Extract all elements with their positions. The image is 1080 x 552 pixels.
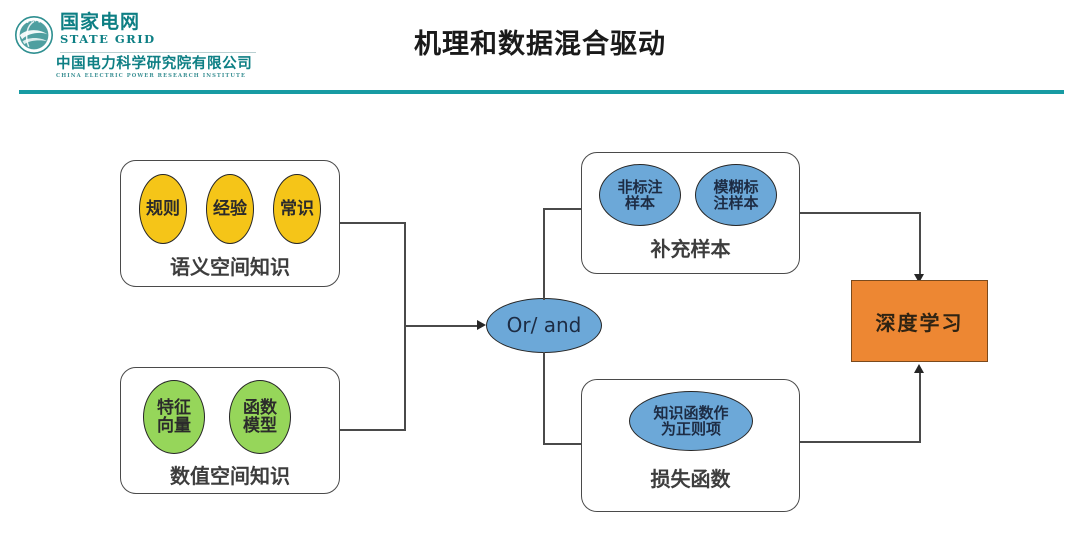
connector-merge-to-junction (404, 325, 479, 327)
arrow-into-deep-learning-bottom-icon (914, 364, 924, 373)
supplementary-node-unlabeled: 非标注样本 (599, 164, 681, 226)
connector-supplementary-down (919, 212, 921, 278)
institute-name-en: CHINA ELECTRIC POWER RESEARCH INSTITUTE (56, 73, 246, 79)
connector-junction-up (543, 208, 545, 300)
brand-divider (60, 52, 256, 53)
brand-logo-block: 国家电网 STATE GRID 中国电力科学研究院有限公司 CHINA ELEC… (14, 12, 274, 82)
supplementary-node-fuzzy-labeled: 模糊标注样本 (695, 164, 777, 226)
supplementary-samples-caption: 补充样本 (650, 237, 731, 261)
arrow-into-deep-learning-top-icon (914, 274, 924, 283)
node-label: 特征向量 (156, 397, 191, 436)
node-label: 非标注样本 (617, 177, 663, 212)
node-label: 知识函数作为正则项 (653, 403, 729, 438)
state-grid-globe-logo-icon (14, 15, 54, 55)
connector-semantic-out (340, 222, 406, 224)
connector-supplementary-out (800, 212, 921, 214)
junction-label: Or/ and (506, 312, 582, 337)
semantic-knowledge-caption: 语义空间知识 (170, 255, 290, 279)
arrow-into-junction-icon (477, 320, 486, 330)
node-label: 规则 (146, 198, 180, 219)
loss-function-caption: 损失函数 (650, 467, 731, 491)
connector-loss-up (919, 372, 921, 442)
junction-or-and-node: Or/ and (486, 298, 602, 353)
connector-to-loss (543, 443, 583, 445)
semantic-node-experience: 经验 (206, 174, 254, 244)
header-divider-rule (19, 90, 1064, 94)
loss-node-knowledge-regularizer: 知识函数作为正则项 (629, 391, 753, 451)
numeric-node-feature-vector: 特征向量 (143, 380, 205, 454)
node-label: 函数模型 (242, 397, 277, 436)
numeric-knowledge-caption: 数值空间知识 (170, 464, 290, 488)
page-title: 机理和数据混合驱动 (414, 29, 666, 60)
node-label: 经验 (213, 198, 247, 219)
brand-name-cn: 国家电网 (60, 11, 141, 33)
deep-learning-label: 深度学习 (875, 310, 964, 335)
numeric-node-function-model: 函数模型 (229, 380, 291, 454)
connector-loss-out (800, 441, 921, 443)
brand-text-block: 国家电网 STATE GRID (60, 12, 275, 46)
connector-numeric-out (340, 429, 406, 431)
loss-function-group: 知识函数作为正则项 损失函数 (581, 379, 800, 512)
node-label: 常识 (280, 198, 314, 219)
semantic-knowledge-group: 规则 经验 常识 语义空间知识 (120, 160, 340, 287)
deep-learning-box: 深度学习 (851, 280, 988, 362)
brand-name-en: STATE GRID (60, 32, 156, 46)
institute-text-block: 中国电力科学研究院有限公司 CHINA ELECTRIC POWER RESEA… (56, 56, 276, 80)
semantic-node-common-sense: 常识 (273, 174, 321, 244)
numeric-knowledge-group: 特征向量 函数模型 数值空间知识 (120, 367, 340, 494)
connector-junction-down (543, 352, 545, 444)
supplementary-samples-group: 非标注样本 模糊标注样本 补充样本 (581, 152, 800, 274)
institute-name-cn: 中国电力科学研究院有限公司 (56, 56, 253, 72)
node-label: 模糊标注样本 (713, 177, 759, 212)
semantic-node-rules: 规则 (139, 174, 187, 244)
connector-to-supplementary (543, 208, 583, 210)
